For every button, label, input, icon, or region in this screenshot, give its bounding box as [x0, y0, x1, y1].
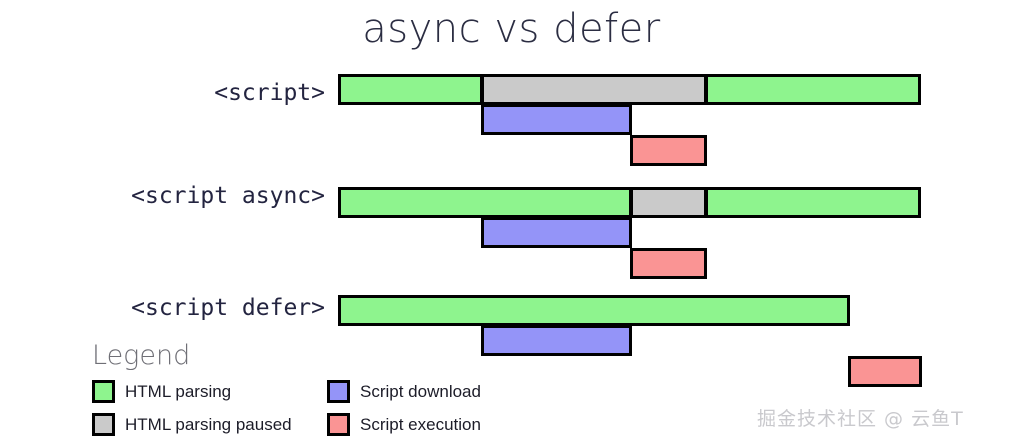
legend-item: HTML parsing paused	[92, 413, 292, 436]
row-label-1: <script async>	[131, 183, 325, 209]
bar-segment-download	[481, 325, 632, 356]
bar-segment-execution	[630, 135, 707, 166]
bar-segment-parse	[338, 187, 632, 218]
legend-item: HTML parsing	[92, 380, 231, 403]
bar-segment-parse	[338, 295, 850, 326]
bar-segment-parse	[705, 187, 921, 218]
bar-segment-download	[481, 217, 632, 248]
bar-segment-download	[481, 104, 632, 135]
bar-segment-parse	[705, 74, 921, 105]
row-label-2: <script defer>	[131, 295, 325, 321]
watermark: 掘金技术社区 @ 云鱼T	[757, 408, 964, 430]
page-title: async vs defer	[362, 6, 661, 52]
legend-swatch-icon	[92, 380, 115, 403]
legend-swatch-icon	[92, 413, 115, 436]
legend-item: Script download	[327, 380, 481, 403]
bar-segment-parse	[481, 74, 707, 105]
bar-segment-parse	[338, 74, 483, 105]
legend-label: HTML parsing paused	[125, 414, 292, 434]
legend-item: Script execution	[327, 413, 481, 436]
legend-label: Script download	[360, 381, 481, 401]
bar-segment-execution	[848, 356, 922, 387]
legend-swatch-icon	[327, 413, 350, 436]
bar-segment-execution	[630, 248, 707, 279]
bar-segment-parse	[630, 187, 707, 218]
legend-label: HTML parsing	[125, 381, 232, 401]
legend-swatch-icon	[327, 380, 350, 403]
legend-label: Script execution	[360, 414, 481, 434]
row-label-0: <script>	[214, 80, 325, 106]
legend-title: Legend	[92, 340, 191, 371]
